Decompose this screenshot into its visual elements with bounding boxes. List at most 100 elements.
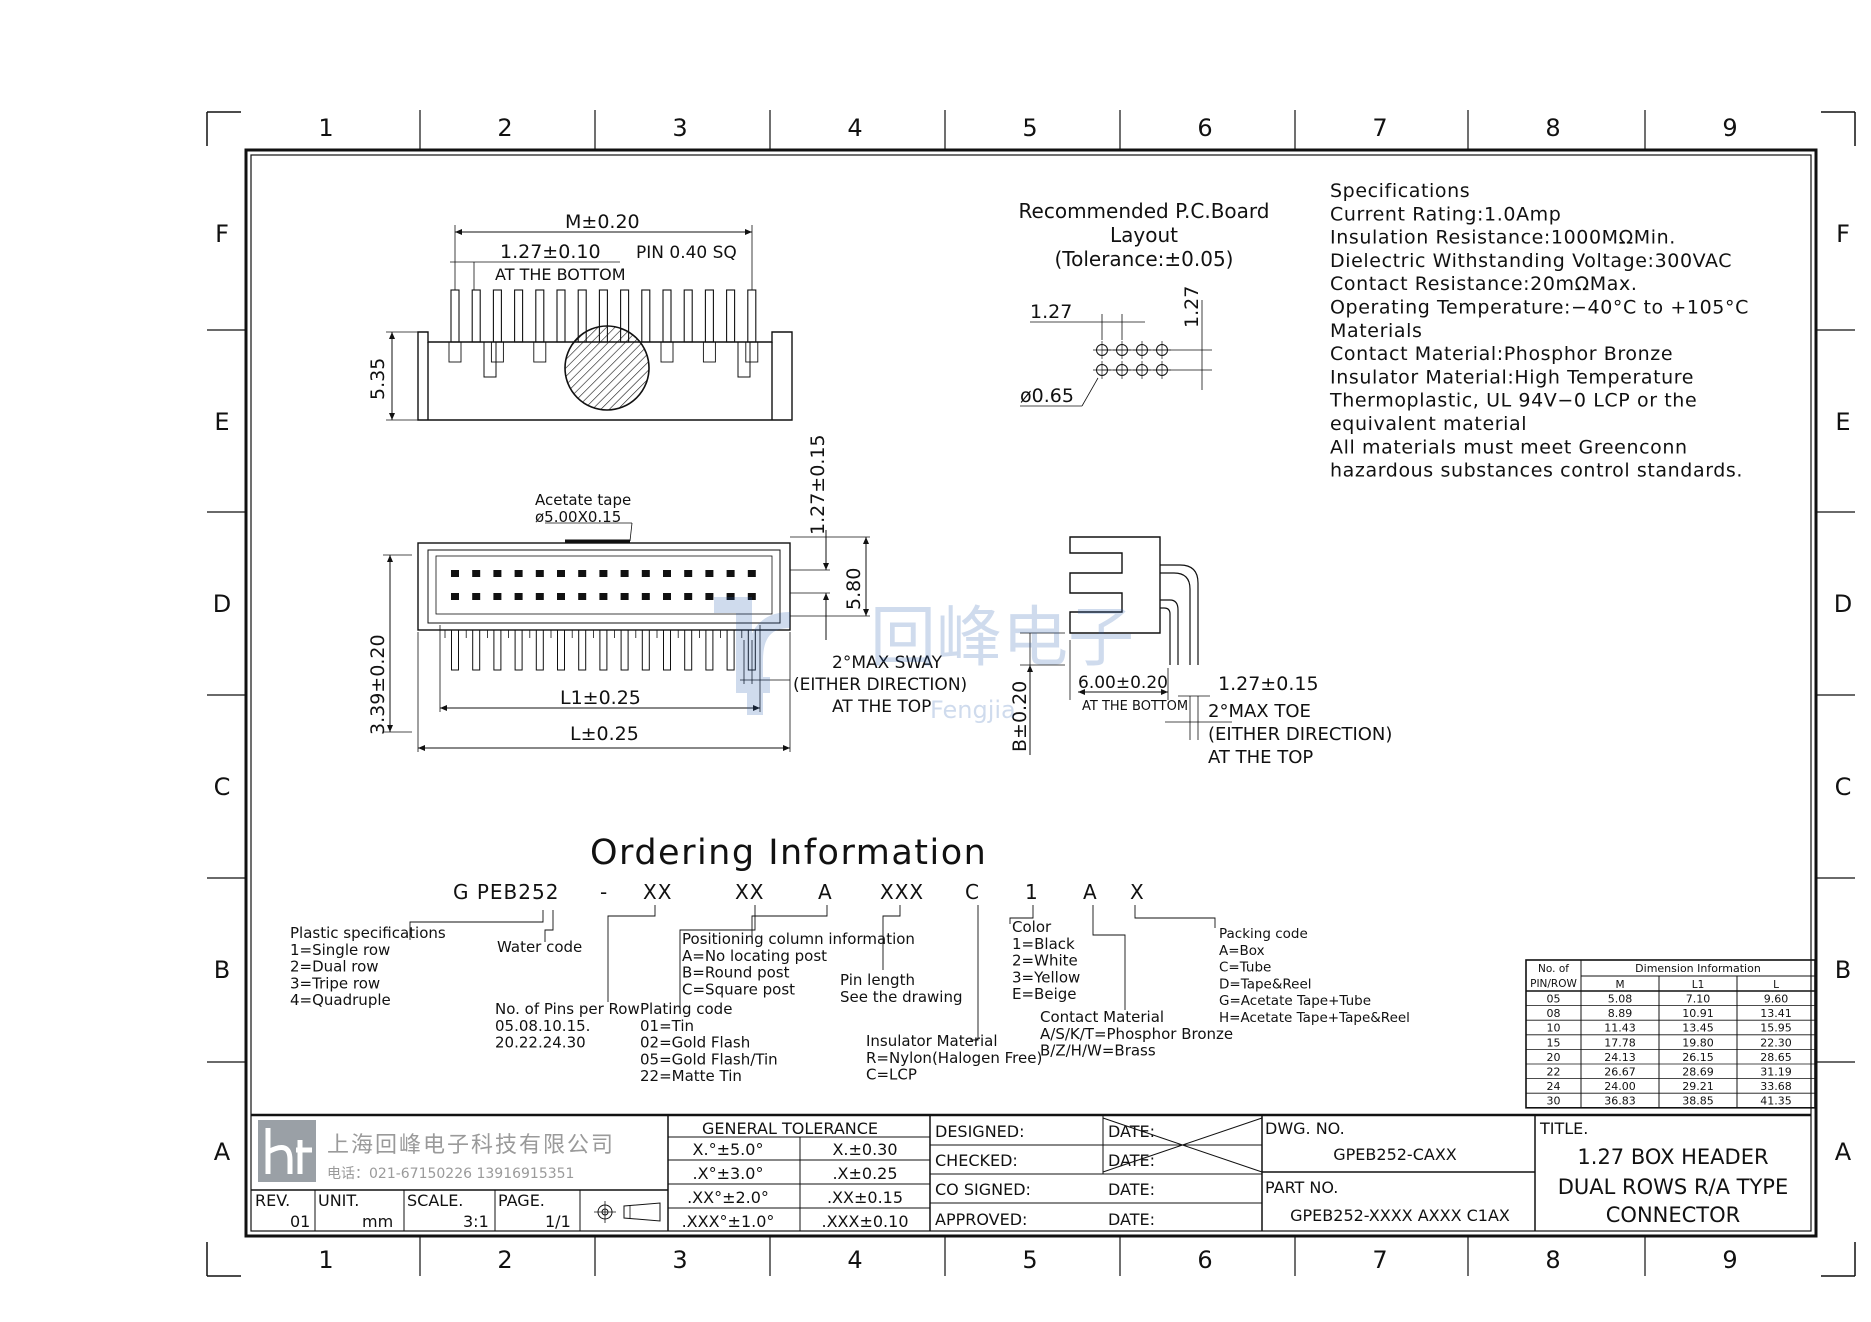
spec-line-5: Operating Temperature:−40°C to +105°C — [1330, 297, 1749, 319]
ordering-code-seg-0: G PEB252 — [453, 880, 559, 904]
signoff-label-1: CHECKED: — [935, 1151, 1018, 1170]
grid-row-right-0: F — [1836, 220, 1850, 248]
tail-note: AT THE BOTTOM — [1082, 699, 1188, 714]
ordering-code-seg-8: A — [1083, 880, 1098, 904]
part-number: GPEB252-XXXX AXXX C1AX — [1290, 1206, 1510, 1225]
dim-cell-2-3: 15.95 — [1760, 1022, 1792, 1035]
ordering-note-plastic-4: 4=Quadruple — [290, 991, 391, 1009]
watermark-brand-cn: 回峰电子 — [870, 599, 1134, 676]
ordering-note-positioning-3: C=Square post — [682, 980, 795, 998]
ordering-note-packing-1: A=Box — [1219, 943, 1265, 959]
ordering-note-pins-0: No. of Pins per Row — [495, 1000, 640, 1018]
company-phone: 电话：021-67150226 13916915351 — [327, 1166, 574, 1182]
dim-cell-2-0: 10 — [1547, 1022, 1561, 1035]
pcb-title-1: Recommended P.C.Board — [1019, 199, 1270, 223]
ordering-note-color-2: 2=White — [1012, 952, 1078, 970]
title-label: TITLE. — [1539, 1119, 1588, 1138]
ordering-note-water-0: Water code — [497, 938, 582, 956]
dim-col-0: M — [1615, 979, 1624, 991]
scale-label: SCALE. — [407, 1191, 463, 1210]
grid-col-top-7: 7 — [1372, 114, 1387, 142]
grid-col-top-9: 9 — [1722, 114, 1737, 142]
signoff-date-0: DATE: — [1108, 1122, 1155, 1141]
dim-cell-3-0: 15 — [1547, 1036, 1561, 1049]
ordering-note-plating-3: 05=Gold Flash/Tin — [640, 1050, 778, 1068]
top-pin-note: PIN 0.40 SQ — [636, 243, 737, 263]
ordering-note-pins-1: 05.08.10.15. — [495, 1017, 590, 1035]
grid-row-right-3: C — [1835, 773, 1852, 801]
spec-line-4: Contact Resistance:20mΩMax. — [1330, 273, 1637, 295]
ordering-note-packing-0: Packing code — [1219, 926, 1308, 942]
pcb-pitch-v: 1.27 — [1181, 286, 1203, 328]
dim-cell-7-3: 41.35 — [1760, 1095, 1792, 1108]
dim-col-1: L1 — [1692, 979, 1705, 991]
pcb-pitch-h: 1.27 — [1030, 301, 1072, 323]
pcb-title-2: Layout — [1110, 223, 1178, 247]
dim-cell-0-1: 5.08 — [1608, 993, 1633, 1006]
toe-pitch-dim: 1.27±0.15 — [1218, 673, 1319, 695]
signoff-date-3: DATE: — [1108, 1210, 1155, 1229]
frame — [206, 110, 1856, 1277]
toe-note-1: 2°MAX TOE — [1208, 701, 1311, 722]
grid-col-bottom-9: 9 — [1722, 1246, 1737, 1274]
spec-line-2: Insulation Resistance:1000MΩMin. — [1330, 227, 1676, 249]
l1-dim: L1±0.25 — [560, 687, 641, 709]
ordering-note-insulator-0: Insulator Material — [866, 1032, 998, 1050]
toe-note-2: (EITHER DIRECTION) — [1208, 724, 1392, 745]
tolerance-linear-0: X.±0.30 — [832, 1140, 897, 1159]
front-view — [383, 522, 870, 752]
grid-col-bottom-3: 3 — [672, 1246, 687, 1274]
sway-note-3: AT THE TOP — [832, 697, 931, 717]
ordering-note-plastic-3: 3=Tripe row — [290, 974, 380, 992]
ordering-note-packing-2: C=Tube — [1219, 960, 1271, 976]
dim-cell-6-2: 29.21 — [1682, 1080, 1714, 1093]
ordering-note-plastic-1: 1=Single row — [290, 941, 390, 959]
ordering-note-color-3: 3=Yellow — [1012, 968, 1080, 986]
grid-col-bottom-6: 6 — [1197, 1246, 1212, 1274]
grid-col-top-6: 6 — [1197, 114, 1212, 142]
dim-cell-7-0: 30 — [1547, 1095, 1561, 1108]
dwg-label: DWG. NO. — [1265, 1119, 1345, 1138]
dim-cell-5-0: 22 — [1547, 1066, 1561, 1079]
ordering-note-color-0: Color — [1012, 918, 1052, 936]
tolerance-angle-0: X.°±5.0° — [693, 1140, 764, 1159]
ordering-note-plating-4: 22=Matte Tin — [640, 1067, 742, 1085]
dim-cell-3-2: 19.80 — [1682, 1036, 1714, 1049]
grid-row-left-3: C — [214, 773, 231, 801]
grid-col-top-1: 1 — [318, 114, 333, 142]
page-value: 1/1 — [545, 1212, 571, 1231]
grid-row-left-0: F — [215, 220, 229, 248]
top-view — [386, 225, 793, 421]
title-line-1: 1.27 BOX HEADER — [1577, 1145, 1768, 1169]
toe-note-3: AT THE TOP — [1208, 747, 1313, 768]
signoff-date-1: DATE: — [1108, 1151, 1155, 1170]
tape-dim: ø5.00X0.15 — [535, 508, 621, 526]
dim-cell-4-3: 28.65 — [1760, 1051, 1792, 1064]
watermark-brand-en: Fengjia — [930, 696, 1016, 724]
ordering-title: Ordering Information — [590, 833, 987, 873]
spec-line-12: hazardous substances control standards. — [1330, 460, 1743, 482]
grid-row-right-5: A — [1835, 1138, 1852, 1166]
ordering-note-packing-4: G=Acetate Tape+Tube — [1219, 993, 1371, 1009]
grid-col-top-3: 3 — [672, 114, 687, 142]
tolerance-title: GENERAL TOLERANCE — [702, 1119, 878, 1138]
top-pitch-dim: 1.27±0.10 — [500, 241, 601, 263]
dim-cell-0-2: 7.10 — [1686, 993, 1711, 1006]
ordering-note-color-1: 1=Black — [1012, 935, 1075, 953]
top-pitch-note: AT THE BOTTOM — [495, 265, 626, 284]
pcb-hole-dia: ø0.65 — [1020, 385, 1074, 407]
dim-cell-6-1: 24.00 — [1604, 1080, 1636, 1093]
dim-cell-4-2: 26.15 — [1682, 1051, 1714, 1064]
unit-label: UNIT. — [318, 1191, 359, 1210]
tolerance-linear-3: .XXX±0.10 — [822, 1212, 909, 1231]
signoff-label-2: CO SIGNED: — [935, 1180, 1031, 1199]
ordering-code-seg-6: C — [965, 880, 980, 904]
spec-line-3: Dielectric Withstanding Voltage:300VAC — [1330, 250, 1732, 272]
ordering-note-insulator-2: C=LCP — [866, 1066, 917, 1084]
spec-line-6: Materials — [1330, 320, 1423, 342]
company-name: 上海回峰电子科技有限公司 — [327, 1133, 615, 1158]
dim-cell-0-3: 9.60 — [1764, 993, 1789, 1006]
